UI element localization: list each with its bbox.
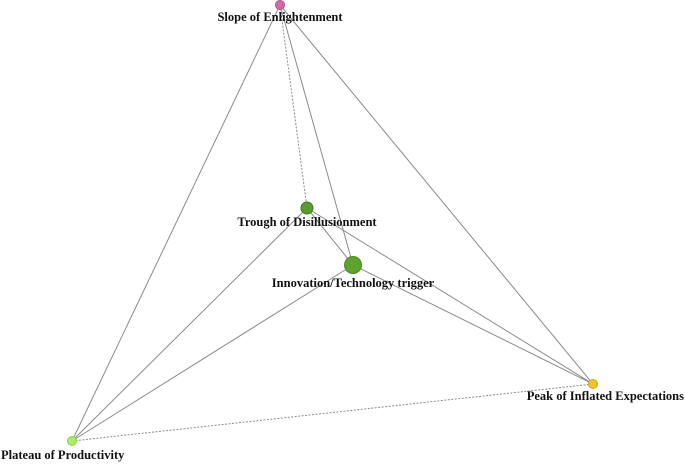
- edge-slope-peak: [279, 4, 594, 385]
- label-peak-of-inflated-expectations: Peak of Inflated Expectations: [527, 389, 684, 403]
- node-plateau[interactable]: [67, 436, 77, 446]
- edge-innovation-peak: [352, 264, 594, 385]
- labels-layer: Slope of Enlightenment Trough of Disillu…: [1, 10, 684, 462]
- edge-slope-innovation: [279, 4, 354, 266]
- node-peak[interactable]: [588, 379, 598, 389]
- edge-slope-trough: [279, 4, 308, 209]
- nodes-layer: [67, 0, 598, 446]
- label-slope-of-enlightenment: Slope of Enlightenment: [217, 10, 343, 24]
- edge-trough-innovation: [306, 207, 354, 266]
- edges-layer: [71, 4, 594, 442]
- edge-slope-plateau: [71, 4, 281, 442]
- label-trough-of-disillusionment: Trough of Disillusionment: [237, 215, 377, 229]
- label-innovation-technology-trigger: Innovation/Technology trigger: [272, 276, 435, 290]
- node-slope[interactable]: [275, 0, 285, 10]
- edge-trough-plateau: [71, 207, 308, 442]
- edge-innovation-plateau: [71, 264, 354, 442]
- edge-trough-peak: [306, 207, 594, 385]
- node-innovation[interactable]: [344, 256, 362, 274]
- node-trough[interactable]: [300, 201, 314, 215]
- label-plateau-of-productivity: Plateau of Productivity: [1, 448, 125, 462]
